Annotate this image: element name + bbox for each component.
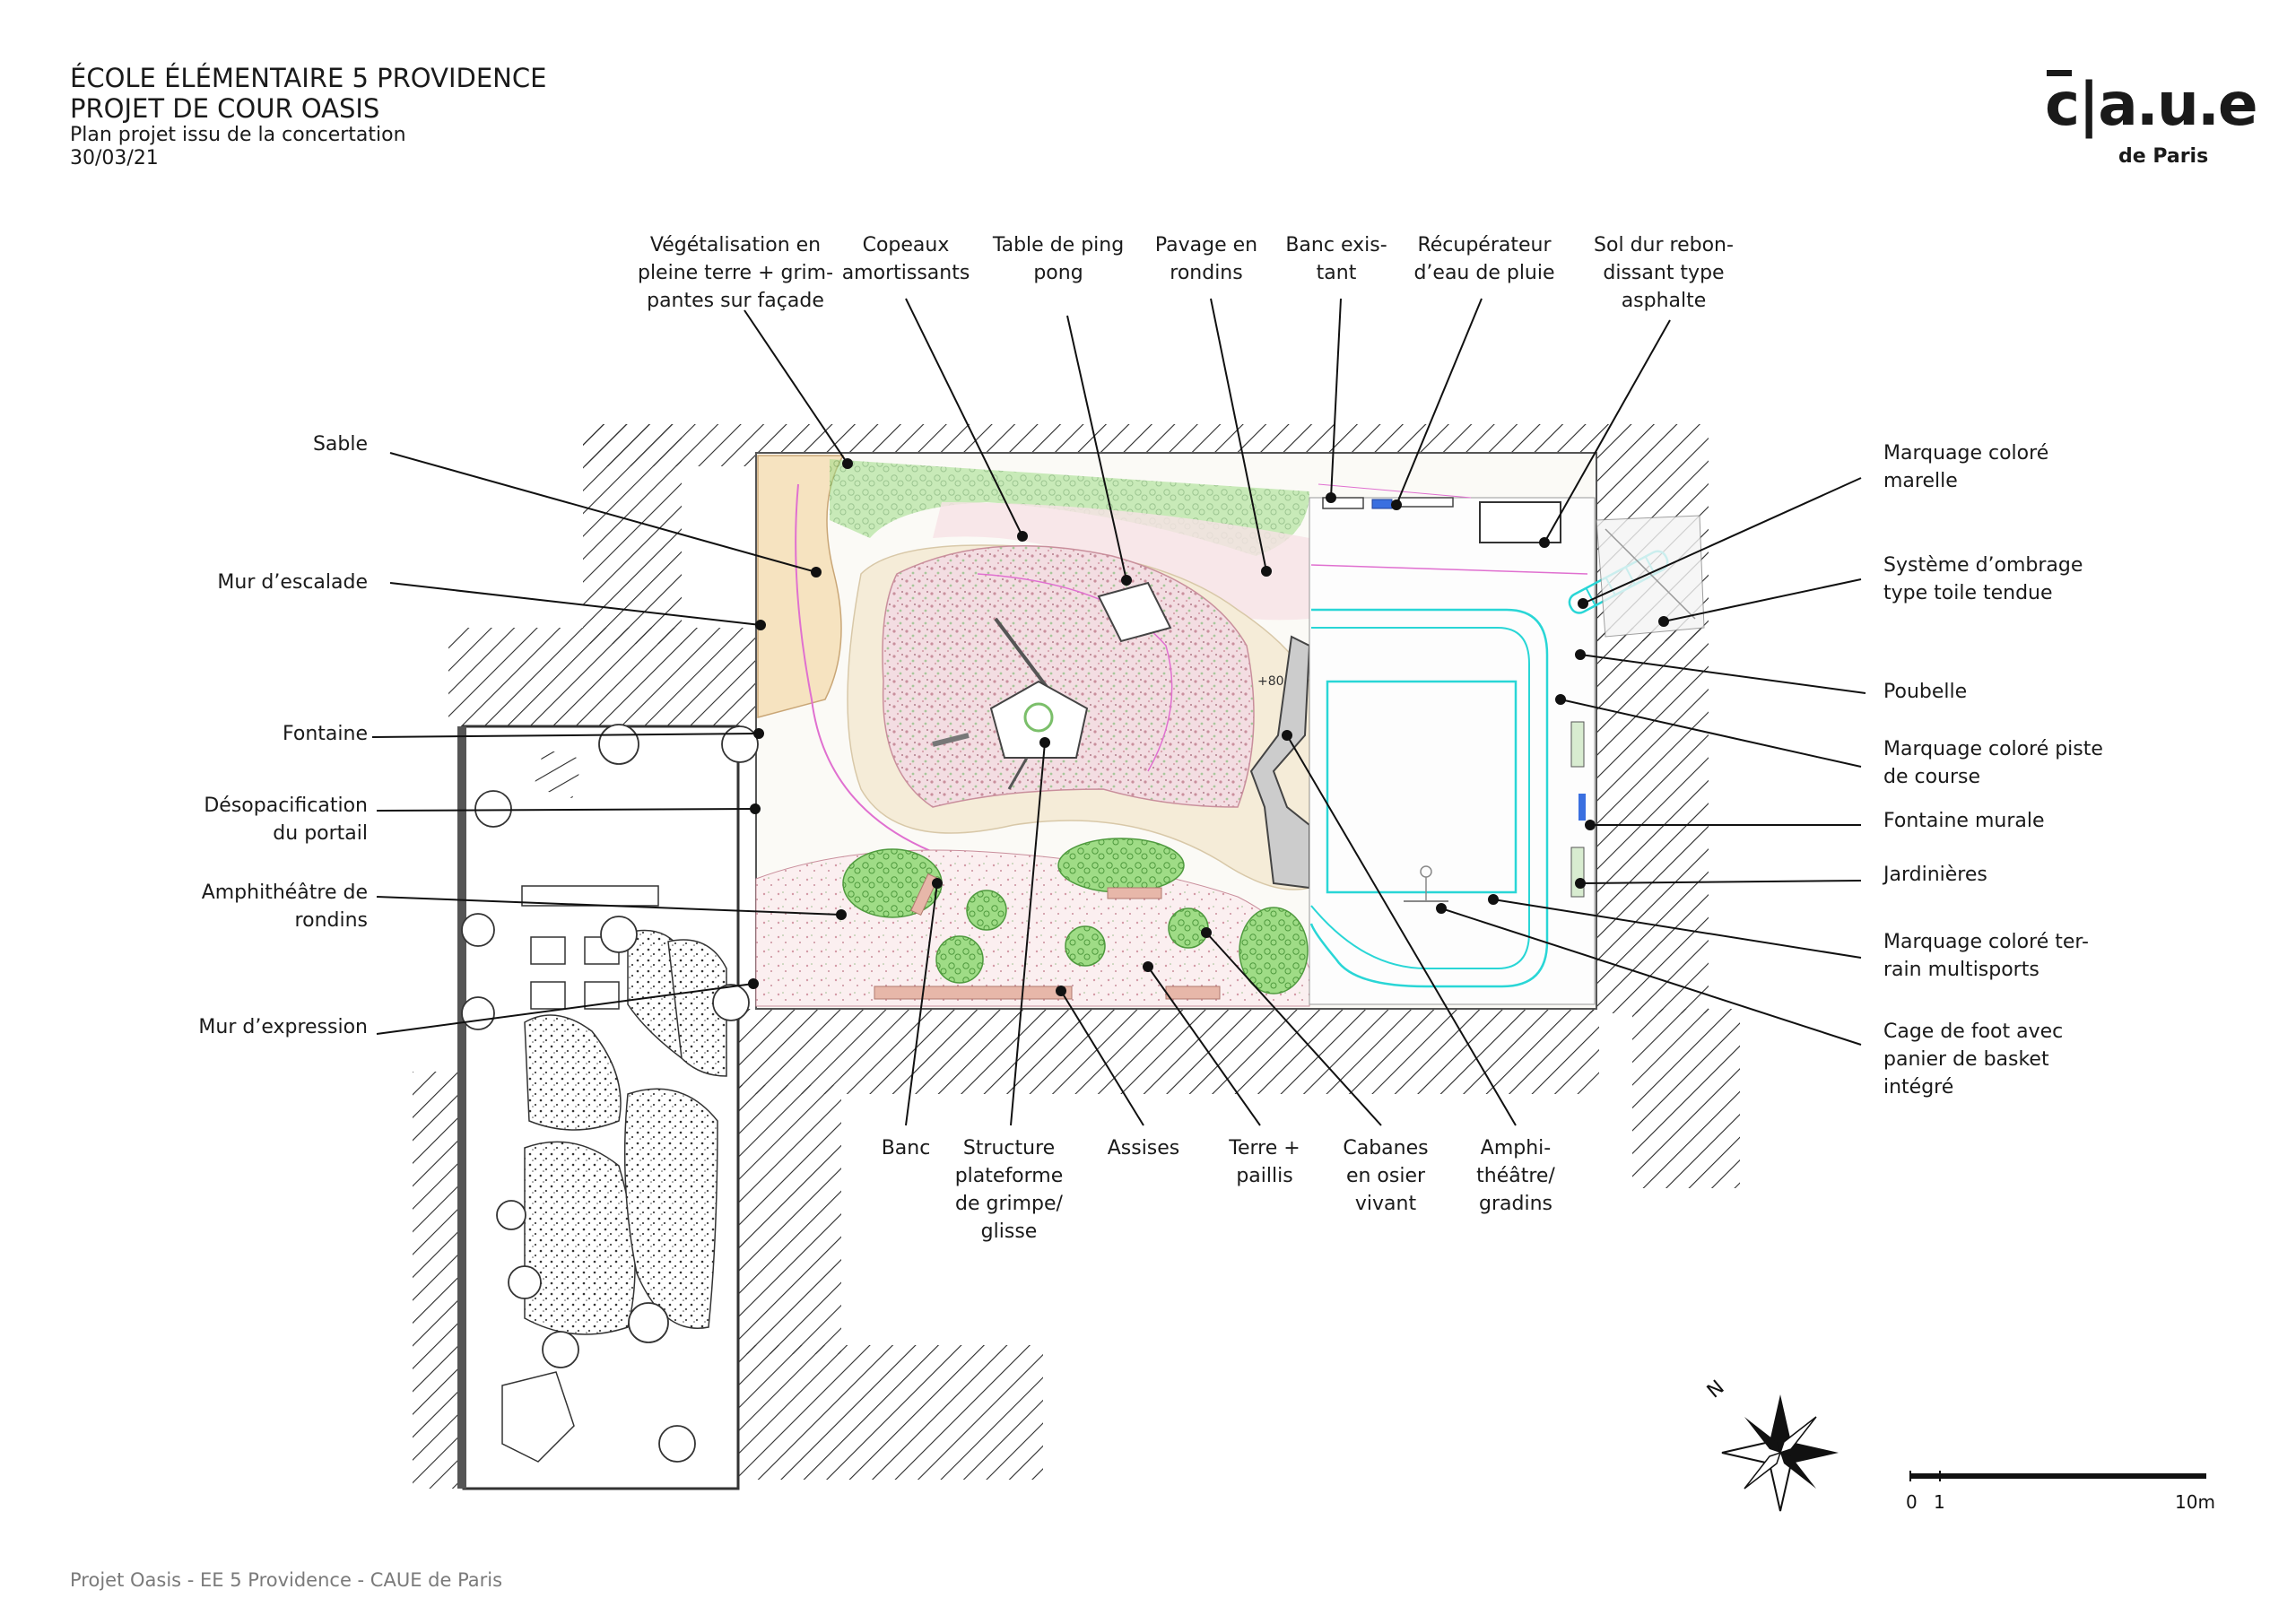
- label-terre-paillis: Terre + paillis: [1229, 1137, 1300, 1187]
- label-amphitheatre-gradins: Amphi- théâtre/ gradins: [1476, 1137, 1555, 1215]
- title-block: ÉCOLE ÉLÉMENTAIRE 5 PROVIDENCE PROJET DE…: [70, 63, 546, 170]
- scale-label-one: 1: [1934, 1491, 1945, 1513]
- page-footer: Projet Oasis - EE 5 Providence - CAUE de…: [70, 1569, 503, 1591]
- caue-logo: c|a.u.e de Paris: [2045, 63, 2258, 170]
- label-vegetalisation: Végétalisation en pleine terre + grim- p…: [637, 234, 834, 312]
- level-mark: +80: [1257, 674, 1284, 689]
- label-assises: Assises: [1107, 1137, 1180, 1159]
- label-banc-existant: Banc exis- tant: [1285, 234, 1387, 284]
- label-fontaine-murale: Fontaine murale: [1883, 810, 2045, 832]
- label-marelle: Marquage coloré marelle: [1883, 442, 2049, 492]
- north-arrow-icon: [1721, 1394, 1839, 1512]
- label-amphitheatre-rondins: Amphithéâtre de rondins: [201, 881, 368, 932]
- leader-lines: [371, 298, 1866, 1126]
- label-structure-plateforme: Structure plateforme de grimpe/ glisse: [954, 1137, 1064, 1243]
- label-mur-escalade: Mur d’escalade: [217, 571, 368, 594]
- scale-label-ten: 10m: [2175, 1491, 2215, 1513]
- label-terrain-multisports: Marquage coloré ter- rain multisports: [1883, 931, 2089, 981]
- north-label: N: [1703, 1376, 1729, 1403]
- climbing-structure: [932, 617, 1089, 790]
- label-recuperateur: Récupérateur d’eau de pluie: [1413, 234, 1555, 284]
- label-piste-course: Marquage coloré piste de course: [1883, 738, 2103, 788]
- label-banc: Banc: [881, 1137, 931, 1159]
- logo-bar: [2047, 70, 2072, 76]
- project-title: PROJET DE COUR OASIS: [70, 93, 380, 125]
- label-ping-pong: Table de ping pong: [992, 234, 1125, 284]
- label-sol-dur: Sol dur rebon- dissant type asphalte: [1594, 234, 1734, 312]
- school-title: ÉCOLE ÉLÉMENTAIRE 5 PROVIDENCE: [70, 63, 547, 93]
- label-fontaine: Fontaine: [283, 723, 368, 745]
- label-desopacification: Désopacification du portail: [204, 795, 368, 845]
- label-cage-foot: Cage de foot avec panier de basket intég…: [1883, 1020, 2064, 1099]
- label-copeaux: Copeaux amortissants: [841, 234, 970, 284]
- logo-wordmark: c|a.u.e: [2045, 70, 2258, 139]
- ping-pong-table: [1097, 581, 1172, 643]
- label-jardinieres: Jardinières: [1883, 864, 1987, 886]
- scale-label-zero: 0: [1906, 1491, 1918, 1513]
- label-ombrage: Système d’ombrage type toile tendue: [1883, 554, 2083, 604]
- garden-annex: [457, 725, 740, 1490]
- label-mur-expression: Mur d’expression: [198, 1016, 368, 1038]
- label-poubelle: Poubelle: [1883, 681, 1968, 703]
- logo-subtitle: de Paris: [2118, 145, 2209, 168]
- scale-bar: [1909, 1471, 2206, 1481]
- label-cabanes-osier: Cabanes en osier vivant: [1343, 1137, 1429, 1215]
- plan-date: 30/03/21: [70, 147, 159, 170]
- courtyard: +80: [755, 452, 1705, 1010]
- label-pavage: Pavage en rondins: [1154, 234, 1258, 284]
- plan-subtitle: Plan projet issu de la concertation: [70, 124, 406, 147]
- label-sable: Sable: [312, 433, 368, 456]
